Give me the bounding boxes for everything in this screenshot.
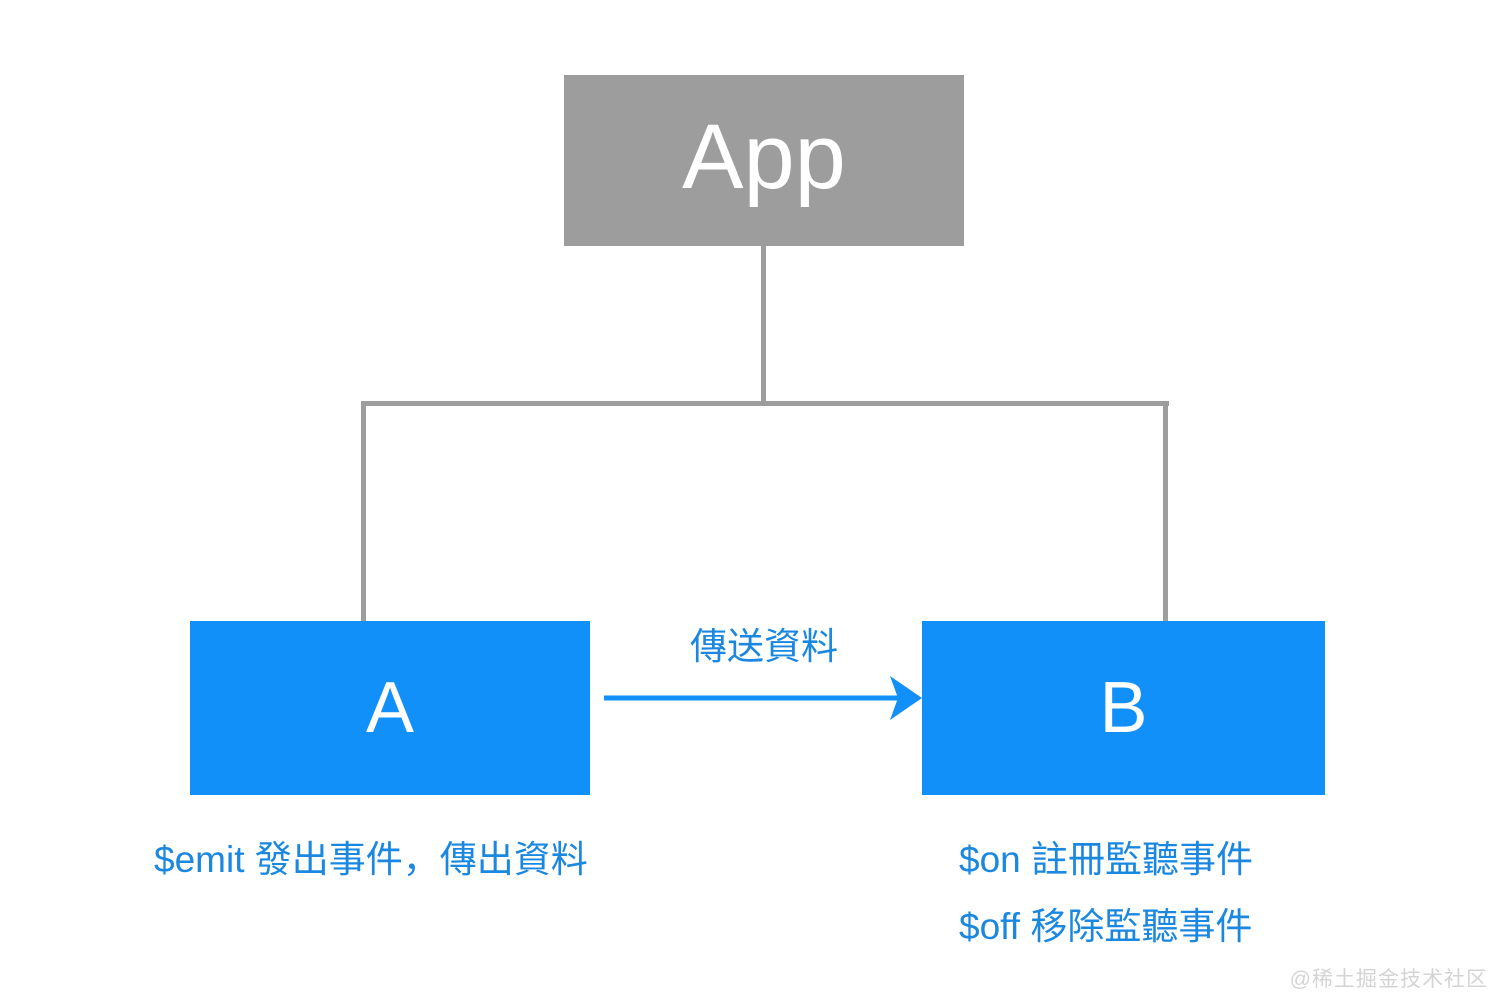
caption-off: $off 移除監聽事件 (959, 906, 1253, 947)
connector-left-vertical (361, 401, 366, 622)
node-a: A (190, 621, 590, 795)
arrow-icon (604, 676, 922, 720)
arrow-a-to-b (604, 670, 924, 726)
connector-app-vertical (761, 246, 766, 406)
node-a-label: A (365, 668, 415, 748)
arrow-label: 傳送資料 (690, 626, 838, 667)
caption-on: $on 註冊監聽事件 (959, 839, 1254, 880)
watermark: @稀土掘金技术社区 (1289, 968, 1488, 991)
node-app-label: App (682, 105, 846, 208)
connector-right-vertical (1163, 401, 1168, 622)
caption-emit: $emit 發出事件，傳出資料 (154, 839, 588, 880)
connector-horizontal-bus (361, 401, 1169, 406)
node-b-label: B (1099, 668, 1148, 748)
node-app: App (564, 75, 964, 246)
node-b: B (922, 621, 1325, 795)
